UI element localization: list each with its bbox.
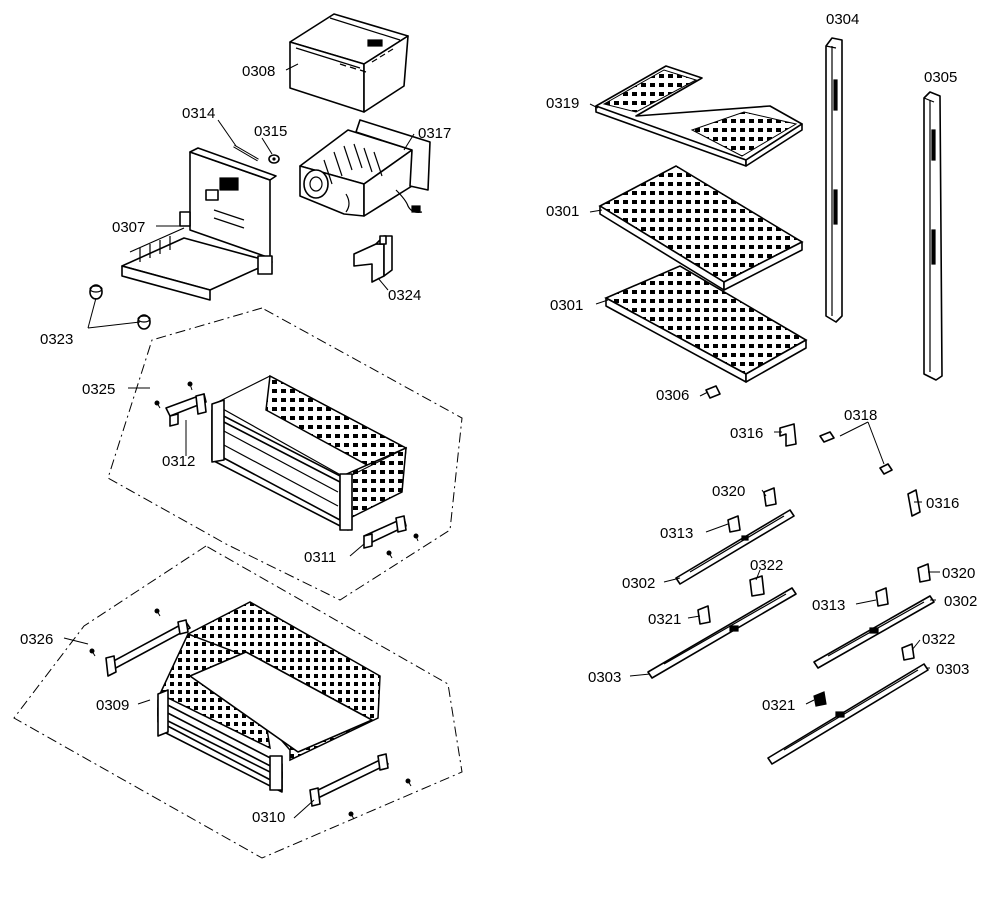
drawer-group-outline-0325 <box>107 307 463 601</box>
label-0325: 0325 <box>82 381 115 398</box>
ice-bin-0308 <box>289 13 409 113</box>
clip-0316-lower <box>907 489 921 517</box>
ice-maker-0317 <box>299 119 431 217</box>
clip-0316-upper <box>779 423 797 447</box>
label-0313-right: 0313 <box>812 597 845 614</box>
shelf-0301-lower <box>604 265 808 383</box>
part-labels: 0304 0305 0308 0314 0315 0317 0319 0307 … <box>20 11 977 826</box>
label-0307: 0307 <box>112 219 145 236</box>
label-0320-right: 0320 <box>942 565 975 582</box>
label-0315: 0315 <box>254 123 287 140</box>
label-0314: 0314 <box>182 105 215 122</box>
foot-caps-0323 <box>89 284 151 330</box>
label-0308: 0308 <box>242 63 275 80</box>
slide-part-0322-left <box>749 575 765 597</box>
label-0310: 0310 <box>252 809 285 826</box>
label-0303-left: 0303 <box>588 669 621 686</box>
slide-rail-0302-right <box>813 595 935 669</box>
fastener-0315 <box>268 154 280 164</box>
label-0301-upper: 0301 <box>546 203 579 220</box>
label-0316-lower: 0316 <box>926 495 959 512</box>
label-0317: 0317 <box>418 125 451 142</box>
label-0306: 0306 <box>656 387 689 404</box>
label-0305: 0305 <box>924 69 957 86</box>
slide-part-0321-right <box>813 691 827 707</box>
label-0301-lower: 0301 <box>550 297 583 314</box>
pad-0318-a <box>819 431 835 443</box>
label-0319: 0319 <box>546 95 579 112</box>
slide-part-0322-right <box>901 643 915 661</box>
slide-part-0320-left <box>763 487 777 507</box>
slide-part-0320-right <box>917 563 931 583</box>
drawer-basket-0325 <box>211 374 408 531</box>
bracket-0324 <box>353 235 393 283</box>
label-0302-right: 0302 <box>944 593 977 610</box>
shelf-clip-0306 <box>705 385 721 399</box>
shelf-rail-0304 <box>825 37 843 323</box>
label-0304: 0304 <box>826 11 859 28</box>
basket-group-outline-0326 <box>13 545 463 859</box>
slide-part-0313-left <box>727 515 741 533</box>
label-0302-left: 0302 <box>622 575 655 592</box>
shelf-0319 <box>595 65 803 167</box>
rod-0314 <box>233 144 259 162</box>
slide-part-0321-left <box>697 605 711 625</box>
slide-rail-0303-left <box>647 587 797 679</box>
shelf-0301-upper <box>598 165 804 291</box>
slide-rail-0302-left <box>675 509 795 585</box>
label-0309: 0309 <box>96 697 129 714</box>
label-0311: 0311 <box>304 549 336 566</box>
pad-0318-b <box>879 463 893 475</box>
slide-rail-0303-right <box>767 663 929 765</box>
label-0318: 0318 <box>844 407 877 424</box>
label-0324: 0324 <box>388 287 421 304</box>
label-0322-right: 0322 <box>922 631 955 648</box>
drawer-slide-bracket-0312 <box>154 381 207 427</box>
label-0303-right: 0303 <box>936 661 969 678</box>
label-0316-upper: 0316 <box>730 425 763 442</box>
freezer-basket-0326 <box>157 601 381 793</box>
leader-lines <box>63 63 940 819</box>
label-0322-left: 0322 <box>750 557 783 574</box>
label-0321-right: 0321 <box>762 697 795 714</box>
label-0320-left: 0320 <box>712 483 745 500</box>
drawer-slide-bracket-0311 <box>363 515 419 559</box>
mounting-frame-0307 <box>121 147 277 301</box>
label-0321-left: 0321 <box>648 611 681 628</box>
label-0312: 0312 <box>162 453 195 470</box>
basket-slide-0309 <box>89 608 191 677</box>
shelf-rail-0305 <box>923 91 943 381</box>
label-0326: 0326 <box>20 631 53 648</box>
slide-part-0313-right <box>875 587 889 607</box>
basket-slide-0310 <box>309 753 412 820</box>
label-0313-left: 0313 <box>660 525 693 542</box>
label-0323: 0323 <box>40 331 73 348</box>
